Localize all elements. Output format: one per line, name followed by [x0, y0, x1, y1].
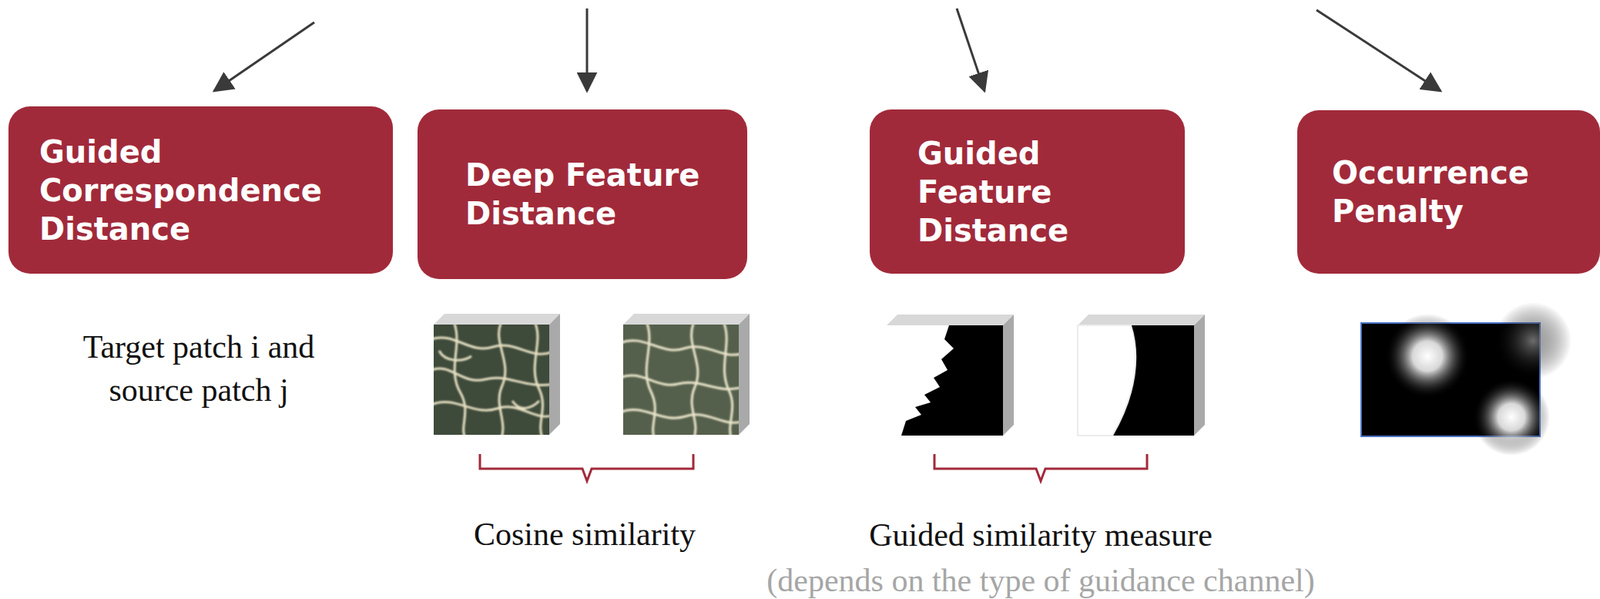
annotation: (depends on the type of guidance channel…	[663, 558, 1419, 599]
annotation: Target patch i and source patch j	[44, 325, 353, 412]
bracket	[479, 453, 1148, 481]
texture-patch	[620, 313, 750, 440]
texture-patch	[431, 313, 561, 440]
process-box: Occurrence Penalty	[1297, 110, 1600, 274]
occurrence-map	[1361, 301, 1572, 456]
box-title: Deep Feature Distance	[465, 155, 732, 233]
guidance-patch	[1077, 314, 1205, 436]
incoming-arrow	[214, 8, 1441, 91]
box-title: Occurrence Penalty	[1331, 153, 1585, 231]
process-box: Guided Correspondence Distance	[8, 106, 393, 274]
annotation: Cosine similarity	[384, 512, 785, 556]
process-box: Guided Feature Distance	[869, 109, 1185, 274]
box-title: Guided Feature Distance	[917, 134, 1170, 250]
process-box: Deep Feature Distance	[417, 109, 748, 279]
annotation: Guided similarity measure	[771, 513, 1311, 557]
box-title: Guided Correspondence Distance	[39, 132, 378, 249]
guidance-patch	[886, 314, 1014, 436]
